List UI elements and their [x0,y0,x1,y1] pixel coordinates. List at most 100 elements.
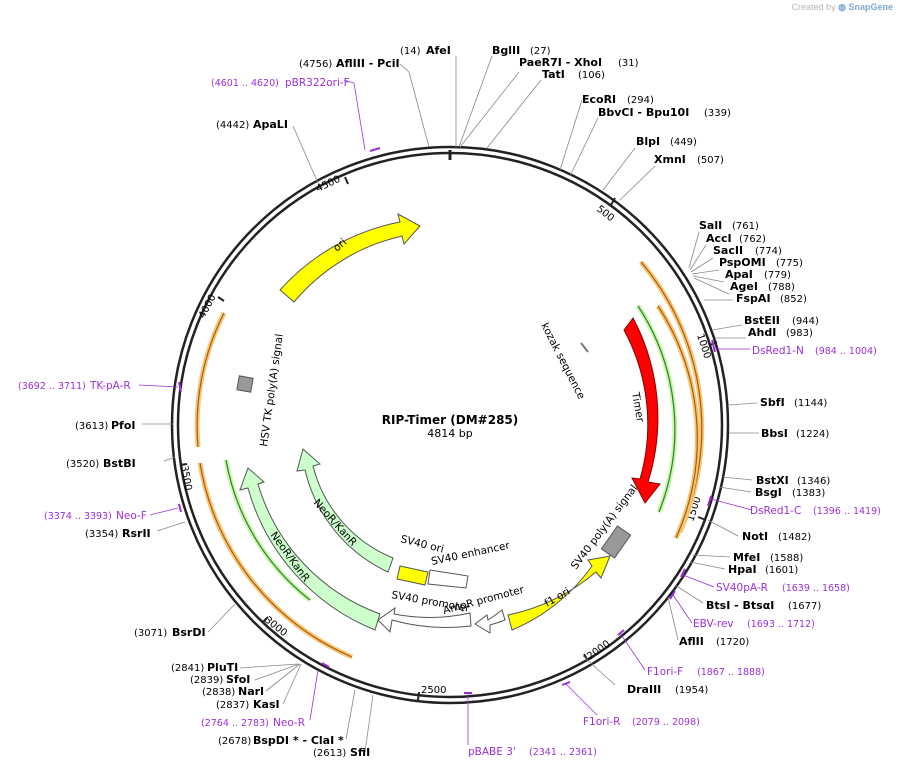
site-num-pspomi: (775) [776,258,803,269]
sv40-enhancer-box[interactable] [427,569,469,589]
site-name-ahdi[interactable]: AhdI [748,326,776,339]
leader-afliii-pcii [399,63,430,148]
site-num-bsrdi: (3071) [134,628,167,639]
site-name-bsrdi[interactable]: BsrDI [172,626,206,639]
primer-name-neo-f[interactable]: Neo-F [116,510,147,522]
primer-name-neo-r[interactable]: Neo-R [273,717,305,729]
primer-name-f1ori-r[interactable]: F1ori-R [583,716,620,728]
site-name-pluti[interactable]: PluTI [207,661,238,674]
primer-mark-ebv-rev [669,590,676,600]
f1-ori-arrow[interactable] [507,555,611,631]
site-name-sfii[interactable]: SfiI [350,746,370,759]
primer-range-neo-r: (2764 .. 2783) [201,718,269,729]
site-name-btsi-btsai[interactable]: BtsI - BtsαI [706,599,774,612]
site-name-agei[interactable]: AgeI [730,280,758,293]
site-name-xmni[interactable]: XmnI [654,153,686,166]
primer-range-sv40pa-r: (1639 .. 1658) [782,583,850,594]
site-name-sacii[interactable]: SacII [713,244,743,257]
leader-sacii [690,257,714,273]
site-name-ecori[interactable]: EcoRI [582,93,616,106]
site-name-acci[interactable]: AccI [706,232,732,245]
primer-mark-dsred1-n [711,339,716,353]
primer-name-dsred1-c[interactable]: DsRed1-C [750,505,801,517]
site-name-hpai[interactable]: HpaI [728,563,757,576]
site-name-sfoi[interactable]: SfoI [226,673,250,686]
orf-arc-top-left-line [196,312,225,448]
sv40-ori-label: SV40 ori [399,533,445,555]
site-name-draiii[interactable]: DraIII [627,683,661,696]
site-name-tati[interactable]: TatI [542,68,565,81]
site-name-bsteii[interactable]: BstEII [744,314,780,327]
leader-ecori [559,99,583,171]
site-name-mfei[interactable]: MfeI [733,551,760,564]
site-num-rsrii: (3354) [85,529,118,540]
primer-name-ebv-rev[interactable]: EBV-rev [693,618,734,630]
primer-range-pbr322ori-f: (4601 .. 4620) [211,78,279,89]
primer-mark-tk-pa-r [178,381,182,393]
site-name-kasi[interactable]: KasI [253,698,280,711]
ori-arrow[interactable] [279,213,421,303]
primer-range-f1ori-r: (2079 .. 2098) [632,717,700,728]
site-name-bglii[interactable]: BglII [492,44,520,57]
neor-outer-arrow[interactable] [239,467,381,631]
site-name-noti[interactable]: NotI [742,530,768,543]
site-name-apai[interactable]: ApaI [725,268,753,281]
site-num-afei: (14) [400,46,421,57]
site-name-pfoi[interactable]: PfoI [111,419,136,432]
site-num-pfoi: (3613) [75,421,108,432]
site-name-afei[interactable]: AfeI [426,44,451,57]
ampr-promoter-arrow[interactable] [474,609,506,634]
primer-name-tk-pa-r[interactable]: TK-pA-R [89,380,131,392]
timer-arrow[interactable] [623,317,661,504]
leader-bsteii [711,324,743,331]
primer-name-pbabe3[interactable]: pBABE 3' [468,746,516,758]
site-name-bstbi[interactable]: BstBI [103,457,136,470]
restriction-site-labels: (4756) AflIII - PciI (14) AfeI BglII (27… [66,44,830,759]
plasmid-name: RIP-Timer (DM#285) [382,413,519,427]
site-num-sali: (761) [732,221,759,232]
site-name-sbfi[interactable]: SbfI [760,396,785,409]
site-name-sali[interactable]: SalI [699,219,722,232]
site-num-mfei: (1588) [770,553,803,564]
sv40-promoter-arrow[interactable] [377,606,472,634]
sv40-polya-box[interactable] [600,525,632,559]
site-name-pspomi[interactable]: PspOMI [719,256,766,269]
primer-range-neo-f: (3374 .. 3393) [44,511,112,522]
site-num-blpi: (449) [670,137,697,148]
site-name-paer7i-xhoi[interactable]: PaeR7I - XhoI [519,56,602,69]
site-name-aflii[interactable]: AflII [679,635,704,648]
neor-inner-arrow[interactable] [296,448,394,573]
ruler-ticks [179,176,718,701]
site-name-bsgi[interactable]: BsgI [755,486,782,499]
site-name-fspai[interactable]: FspAI [736,292,771,305]
leader-mfei [692,554,731,558]
site-name-afliii-pcii[interactable]: AflIII - PciI [336,57,400,70]
primer-name-dsred1-n[interactable]: DsRed1-N [752,345,804,357]
sv40-ori-box[interactable] [396,565,429,586]
site-name-apali[interactable]: ApaLI [253,118,288,131]
leader-apali [292,125,319,184]
tick-mark-2500 [417,691,420,701]
hsv-tk-box[interactable] [236,375,254,393]
leader-kasi [282,663,302,705]
leader-tati [486,79,542,149]
leader-aflii [667,596,679,641]
primer-leader-neo-r [309,669,319,721]
site-name-bbvci-bpu10i[interactable]: BbvCI - Bpu10I [598,106,689,119]
orf-arc-outer-left-line [199,462,353,658]
site-name-rsrii[interactable]: RsrII [122,527,151,540]
snapgene-logo-icon: ◍ [838,2,846,12]
site-num-draiii: (1954) [675,685,708,696]
site-name-bstxi[interactable]: BstXI [756,474,789,487]
leader-lines [142,55,759,753]
site-name-bbsi[interactable]: BbsI [761,427,788,440]
primer-name-f1ori-f[interactable]: F1ori-F [647,666,683,678]
site-name-nari[interactable]: NarI [238,685,264,698]
site-name-blpi[interactable]: BlpI [636,135,660,148]
primer-mark-neo-r [321,662,330,668]
primer-name-pbr322ori-f[interactable]: pBR322ori-F [285,77,350,89]
primer-range-pbabe3: (2341 .. 2361) [529,747,597,758]
site-name-bspdi-clai[interactable]: BspDI * - ClaI * [253,734,344,747]
tick-label-3500: 3500 [178,465,193,492]
primer-name-sv40pa-r[interactable]: SV40pA-R [716,582,768,594]
